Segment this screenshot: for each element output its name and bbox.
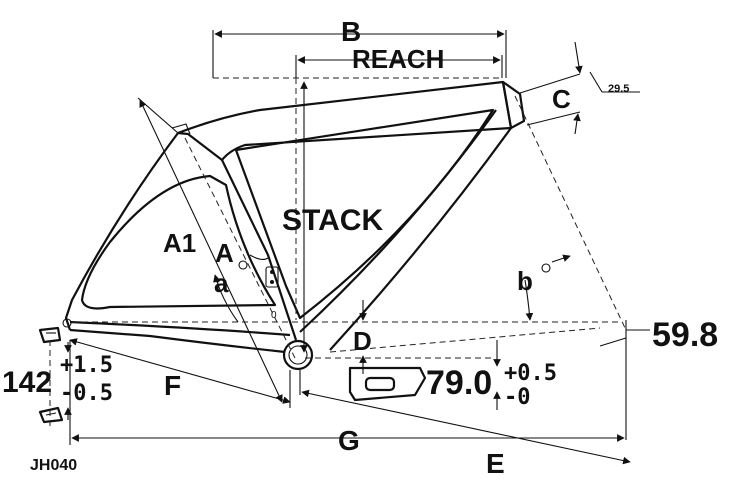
label-reach: REACH — [352, 44, 444, 74]
top-tube — [177, 80, 513, 161]
label-598: 59.8 — [652, 316, 718, 354]
bb-shell-section — [348, 366, 427, 402]
label-hub-tol-minus: -0.5 — [60, 381, 113, 406]
label-g: G — [338, 425, 360, 456]
label-hub-tol-plus: +1.5 — [60, 353, 113, 378]
label-b-upper: B — [341, 16, 361, 47]
label-b-lower: b — [517, 266, 533, 296]
label-stack: STACK — [282, 204, 383, 237]
label-a-upper: A — [215, 238, 234, 268]
label-c: C — [552, 84, 571, 114]
label-tube-angle: 29.5 — [608, 83, 629, 95]
label-hub-width: 142 — [2, 366, 52, 399]
dimension-labels: B REACH C 29.5 STACK A1 A a b D 59.8 F G… — [2, 16, 718, 479]
label-bb-tol-plus: +0.5 — [504, 361, 557, 386]
label-d: D — [353, 326, 372, 356]
label-bb-width: 79.0 — [426, 364, 492, 402]
label-bb-tol-minus: -0 — [504, 385, 531, 410]
degree-symbol — [238, 260, 248, 270]
label-a-lower: a — [214, 268, 229, 298]
rear-dropout — [38, 318, 72, 430]
chain-stay — [69, 320, 291, 354]
label-model: JH040 — [30, 457, 77, 474]
dimension-lines — [64, 30, 650, 465]
degree-symbol — [541, 263, 551, 273]
main-triangle-window — [234, 108, 495, 320]
label-f: F — [164, 370, 181, 401]
label-a1: A1 — [163, 228, 196, 258]
label-e: E — [486, 448, 505, 479]
